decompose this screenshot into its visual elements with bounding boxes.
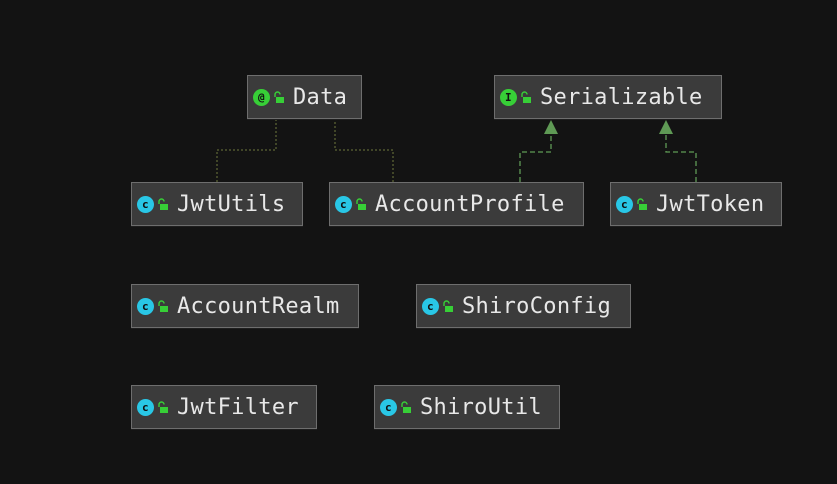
interface-icon: I	[500, 88, 517, 106]
node-accountprofile[interactable]: c AccountProfile	[329, 182, 584, 226]
link-accountprofile-data	[334, 120, 394, 182]
open-lock-icon	[521, 91, 531, 103]
node-jwttoken[interactable]: c JwtToken	[610, 182, 782, 226]
arrowhead-jwttoken-serializable	[659, 120, 673, 134]
open-lock-icon	[158, 401, 168, 413]
node-jwtfilter-label: JwtFilter	[177, 394, 299, 420]
open-lock-icon	[401, 401, 411, 413]
node-jwtfilter[interactable]: c JwtFilter	[131, 385, 317, 429]
node-serializable[interactable]: I Serializable	[494, 75, 722, 119]
class-icon: c	[380, 398, 397, 416]
open-lock-icon	[443, 300, 453, 312]
node-shiroutil-label: ShiroUtil	[420, 394, 542, 420]
node-jwttoken-label: JwtToken	[656, 191, 765, 217]
node-accountrealm[interactable]: c AccountRealm	[131, 284, 359, 328]
class-icon: c	[422, 297, 439, 315]
class-icon: c	[137, 195, 154, 213]
class-icon: c	[335, 195, 352, 213]
class-icon: c	[137, 398, 154, 416]
node-data[interactable]: @ Data	[247, 75, 362, 119]
node-accountprofile-label: AccountProfile	[375, 191, 565, 217]
link-jwttoken-serializable	[665, 134, 697, 182]
node-jwtutils[interactable]: c JwtUtils	[131, 182, 303, 226]
open-lock-icon	[274, 91, 284, 103]
node-accountrealm-label: AccountRealm	[177, 293, 340, 319]
link-jwtutils-data	[216, 120, 277, 182]
open-lock-icon	[356, 198, 366, 210]
node-data-label: Data	[293, 84, 348, 110]
class-icon: c	[137, 297, 154, 315]
open-lock-icon	[158, 198, 168, 210]
annotation-icon: @	[253, 88, 270, 106]
node-shiroconfig-label: ShiroConfig	[462, 293, 611, 319]
arrowhead-accountprofile-serializable	[544, 120, 558, 134]
open-lock-icon	[637, 198, 647, 210]
class-icon: c	[616, 195, 633, 213]
link-accountprofile-serializable	[519, 134, 552, 182]
node-jwtutils-label: JwtUtils	[177, 191, 286, 217]
node-shiroutil[interactable]: c ShiroUtil	[374, 385, 560, 429]
node-shiroconfig[interactable]: c ShiroConfig	[416, 284, 631, 328]
node-serializable-label: Serializable	[540, 84, 703, 110]
open-lock-icon	[158, 300, 168, 312]
